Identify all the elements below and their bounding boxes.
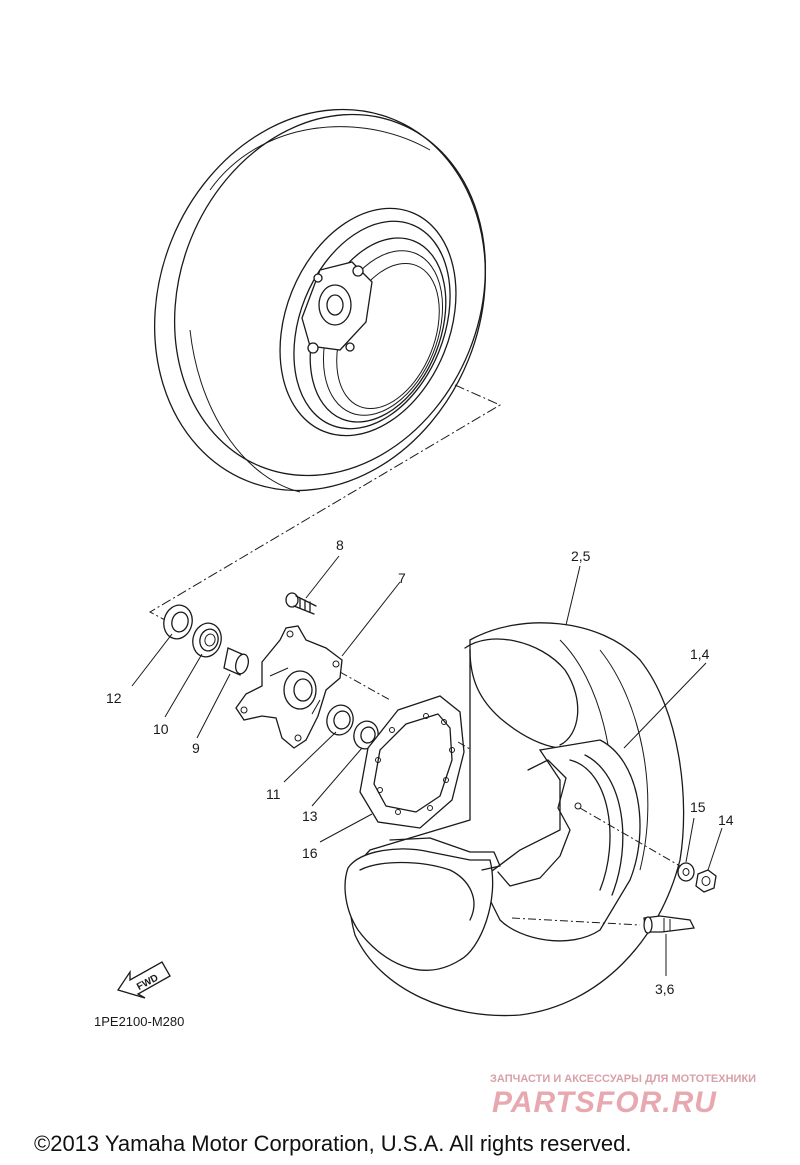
washer-15 — [677, 862, 695, 882]
diagram-code: 1PE2100-M280 — [94, 1014, 184, 1029]
bolt-8 — [285, 592, 317, 615]
bearing-12 — [163, 604, 193, 640]
callout-2-5: 2,5 — [571, 548, 591, 564]
callout-7: 7 — [398, 570, 406, 586]
hub-7 — [235, 625, 343, 749]
valve-3-6 — [643, 915, 695, 934]
bearing-10 — [192, 622, 222, 658]
callout-16: 16 — [302, 845, 318, 861]
callout-10: 10 — [153, 721, 169, 737]
callout-1-4: 1,4 — [690, 646, 710, 662]
callout-leaders — [131, 555, 723, 976]
spacer-9 — [223, 647, 249, 676]
callout-13: 13 — [302, 808, 318, 824]
callout-3-6: 3,6 — [655, 981, 675, 997]
brake-disc-16 — [359, 695, 465, 829]
fwd-arrow-icon: FWD — [116, 961, 171, 999]
watermark-brand: PARTSFOR.RU — [492, 1086, 717, 1119]
assembled-wheel — [153, 108, 487, 493]
bearing-11 — [326, 704, 354, 736]
watermark-tagline: ЗАПЧАСТИ И АКСЕССУАРЫ ДЛЯ МОТОТЕХНИКИ — [490, 1073, 756, 1085]
callout-8: 8 — [336, 537, 344, 553]
nut-14 — [695, 869, 717, 893]
callout-15: 15 — [690, 799, 706, 815]
callout-12: 12 — [106, 690, 122, 706]
callout-14: 14 — [718, 812, 734, 828]
rim-1-4 — [479, 739, 641, 942]
copyright-text: ©2013 Yamaha Motor Corporation, U.S.A. A… — [34, 1131, 631, 1156]
callout-11: 11 — [266, 786, 281, 802]
callout-9: 9 — [192, 740, 200, 756]
tire-half-bottom — [344, 837, 501, 971]
